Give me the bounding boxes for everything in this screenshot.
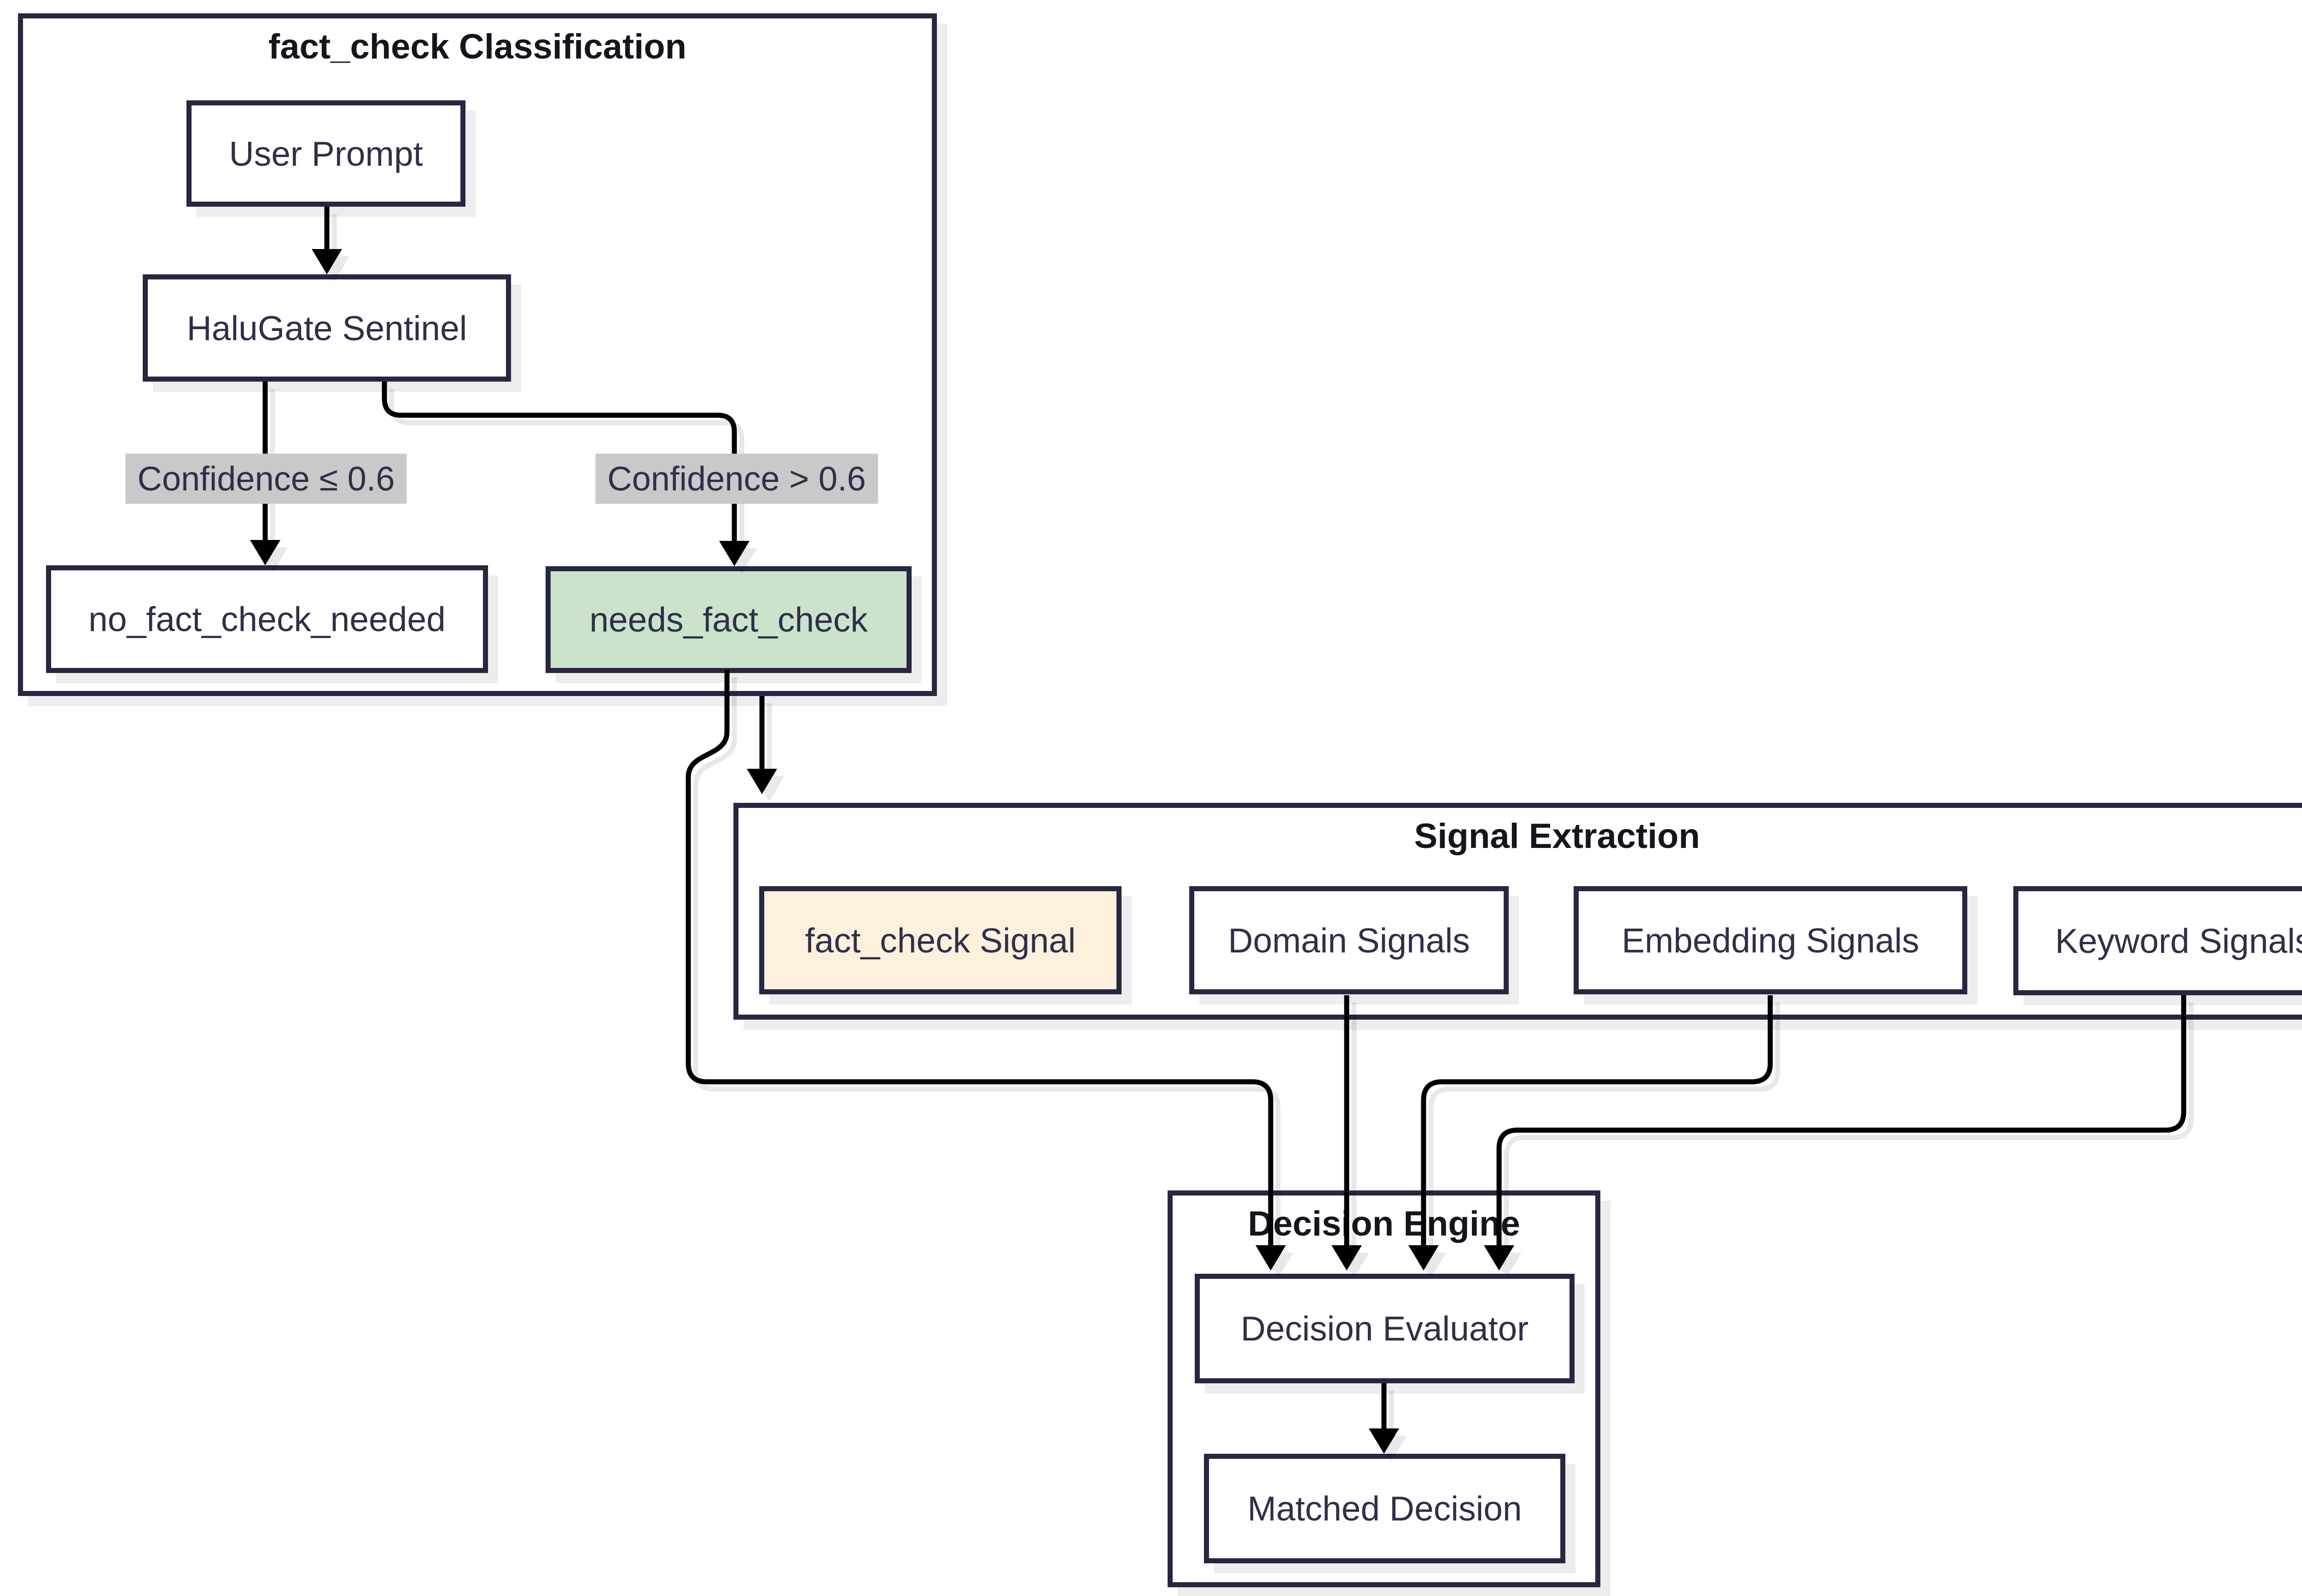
node-matched-decision: Matched Decision [1204,1454,1565,1563]
node-fact-check-signal: fact_check Signal [759,886,1122,994]
subgraph-decision-engine: Decision Engine [1168,1190,1600,1587]
node-domain-signals-label: Domain Signals [1228,921,1470,960]
node-user-prompt: User Prompt [186,100,465,207]
subgraph-title-signal-extraction: Signal Extraction [1414,817,1700,856]
node-halugate-sentinel-label: HaluGate Sentinel [186,308,467,348]
node-decision-evaluator: Decision Evaluator [1195,1274,1575,1383]
node-keyword-signals-label: Keyword Signals [2055,921,2302,960]
edge-label-confidence-high: Confidence > 0.6 [595,453,878,504]
node-domain-signals: Domain Signals [1189,886,1509,994]
subgraph-signal-extraction: Signal Extraction [733,803,2302,1020]
node-embedding-signals-label: Embedding Signals [1622,921,1919,960]
node-decision-evaluator-label: Decision Evaluator [1240,1309,1529,1348]
subgraph-title-decision-engine: Decision Engine [1248,1204,1520,1243]
edge-embedding-signals-to-decision-evaluator [1408,995,1773,1271]
node-no-fact-check-needed-label: no_fact_check_needed [88,600,446,638]
node-fact-check-signal-label: fact_check Signal [805,921,1076,960]
node-needs-fact-check-label: needs_fact_check [589,600,868,639]
edge-needs-fact-check-to-decision-evaluator [686,670,1286,1271]
edge-label-confidence-low: Confidence ≤ 0.6 [125,453,407,504]
edge-halugate-to-needs-fact-check [382,382,750,566]
subgraph-title-fact-check-classification: fact_check Classification [268,27,687,66]
edge-keyword-signals-to-decision-evaluator [1484,995,2186,1271]
node-keyword-signals: Keyword Signals [2013,886,2302,995]
node-halugate-sentinel: HaluGate Sentinel [143,274,511,382]
node-user-prompt-label: User Prompt [229,134,423,173]
node-matched-decision-label: Matched Decision [1247,1489,1522,1528]
node-embedding-signals: Embedding Signals [1574,886,1967,994]
subgraph-fact-check-classification: fact_check Classification [18,13,937,696]
node-no-fact-check-needed: no_fact_check_needed [46,565,488,673]
node-needs-fact-check: needs_fact_check [546,566,912,673]
